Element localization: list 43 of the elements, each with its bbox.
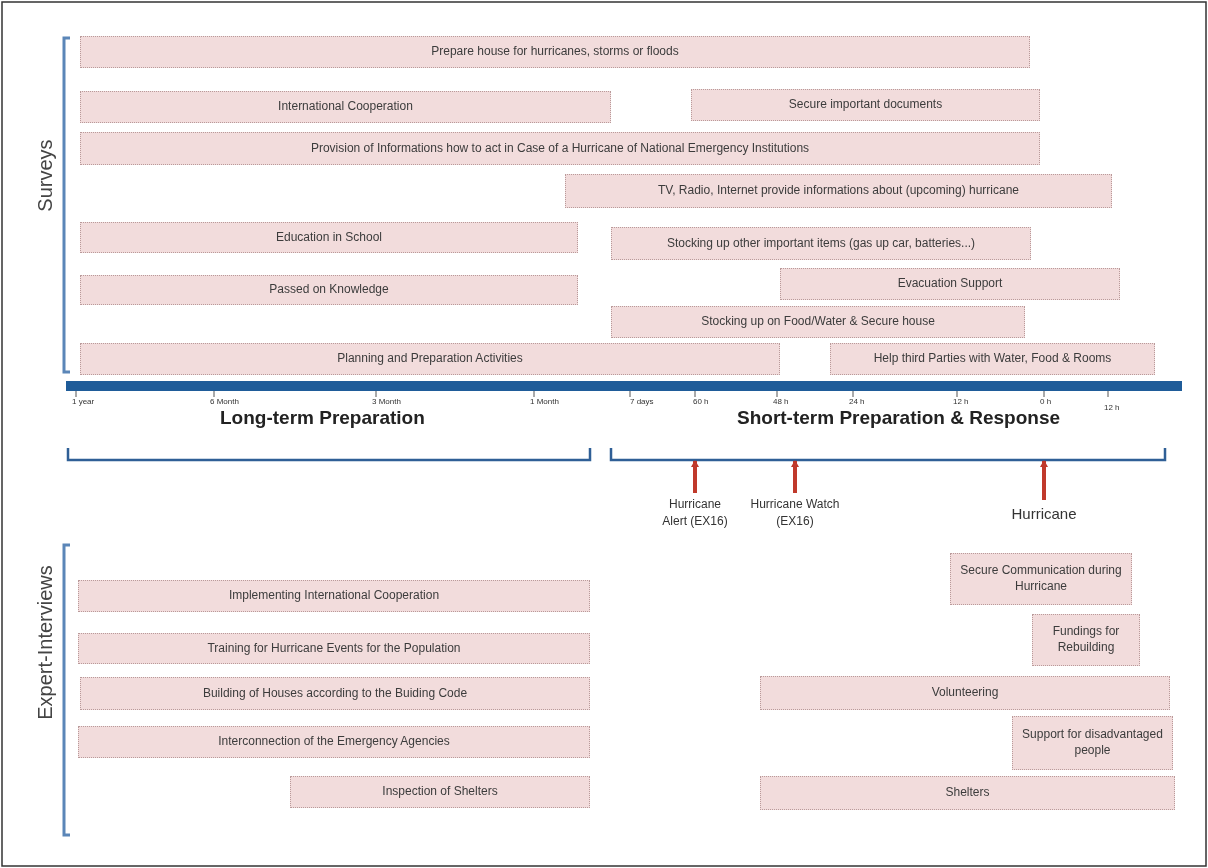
activity-bar: Inspection of Shelters — [290, 776, 590, 808]
tick-label: 12 h — [1104, 402, 1120, 412]
activity-bar: Help third Parties with Water, Food & Rooms — [830, 343, 1155, 375]
tick-label: 1 Month — [530, 396, 559, 406]
activity-bar: Prepare house for hurricanes, storms or floods — [80, 36, 1030, 68]
activity-bar: Fundings for Rebuilding — [1032, 614, 1140, 666]
arrow — [1040, 460, 1048, 500]
arrow — [691, 460, 699, 493]
phase-heading: Long-term Preparation — [220, 407, 425, 429]
activity-bar: Support for disadvantaged people — [1012, 716, 1173, 770]
tick-label: 1 year — [72, 396, 95, 406]
phase-heading: Short-term Preparation & Response — [737, 407, 1061, 429]
tick-label: 7 days — [630, 396, 654, 406]
activity-bar: Education in School — [80, 222, 578, 253]
activity-bar: TV, Radio, Internet provide informations about (upcoming) hurricane — [565, 174, 1112, 208]
activity-bar: Secure important documents — [691, 89, 1040, 121]
arrow — [791, 460, 799, 493]
activity-bar: Volunteering — [760, 676, 1170, 710]
activity-bar: Building of Houses according to the Buiding Code — [80, 677, 590, 710]
activity-bar: Shelters — [760, 776, 1175, 810]
section-label: Expert-Interviews — [33, 564, 57, 720]
activity-bar: Implementing International Cooperation — [78, 580, 590, 612]
tick-label: 3 Month — [372, 396, 401, 406]
activity-bar: Provision of Informations how to act in Case of a Hurricane of National Emergency Institutions — [80, 132, 1040, 165]
event-label: Hurricane Alert (EX16) — [662, 496, 728, 530]
activity-bar: International Cooperation — [80, 91, 611, 123]
activity-bar: Evacuation Support — [780, 268, 1120, 300]
tick-label: 24 h — [849, 396, 865, 406]
tick-label: 0 h — [1040, 396, 1052, 406]
event-label: Hurricane — [1004, 503, 1084, 524]
section-label: Surveys — [33, 138, 57, 212]
activity-bar: Planning and Preparation Activities — [80, 343, 780, 375]
activity-bar: Interconnection of the Emergency Agencies — [78, 726, 590, 758]
tick-label: 12 h — [953, 396, 969, 406]
event-label: Hurricane Watch (EX16) — [745, 496, 845, 530]
tick-label: 6 Month — [210, 396, 239, 406]
activity-bar: Secure Communication during Hurricane — [950, 553, 1132, 605]
tick-label: 60 h — [693, 396, 709, 406]
tick-label: 48 h — [773, 396, 789, 406]
activity-bar: Stocking up other important items (gas up car, batteries...) — [611, 227, 1031, 260]
activity-bar: Stocking up on Food/Water & Secure house — [611, 306, 1025, 338]
activity-bar: Training for Hurricane Events for the Population — [78, 633, 590, 664]
activity-bar: Passed on Knowledge — [80, 275, 578, 305]
